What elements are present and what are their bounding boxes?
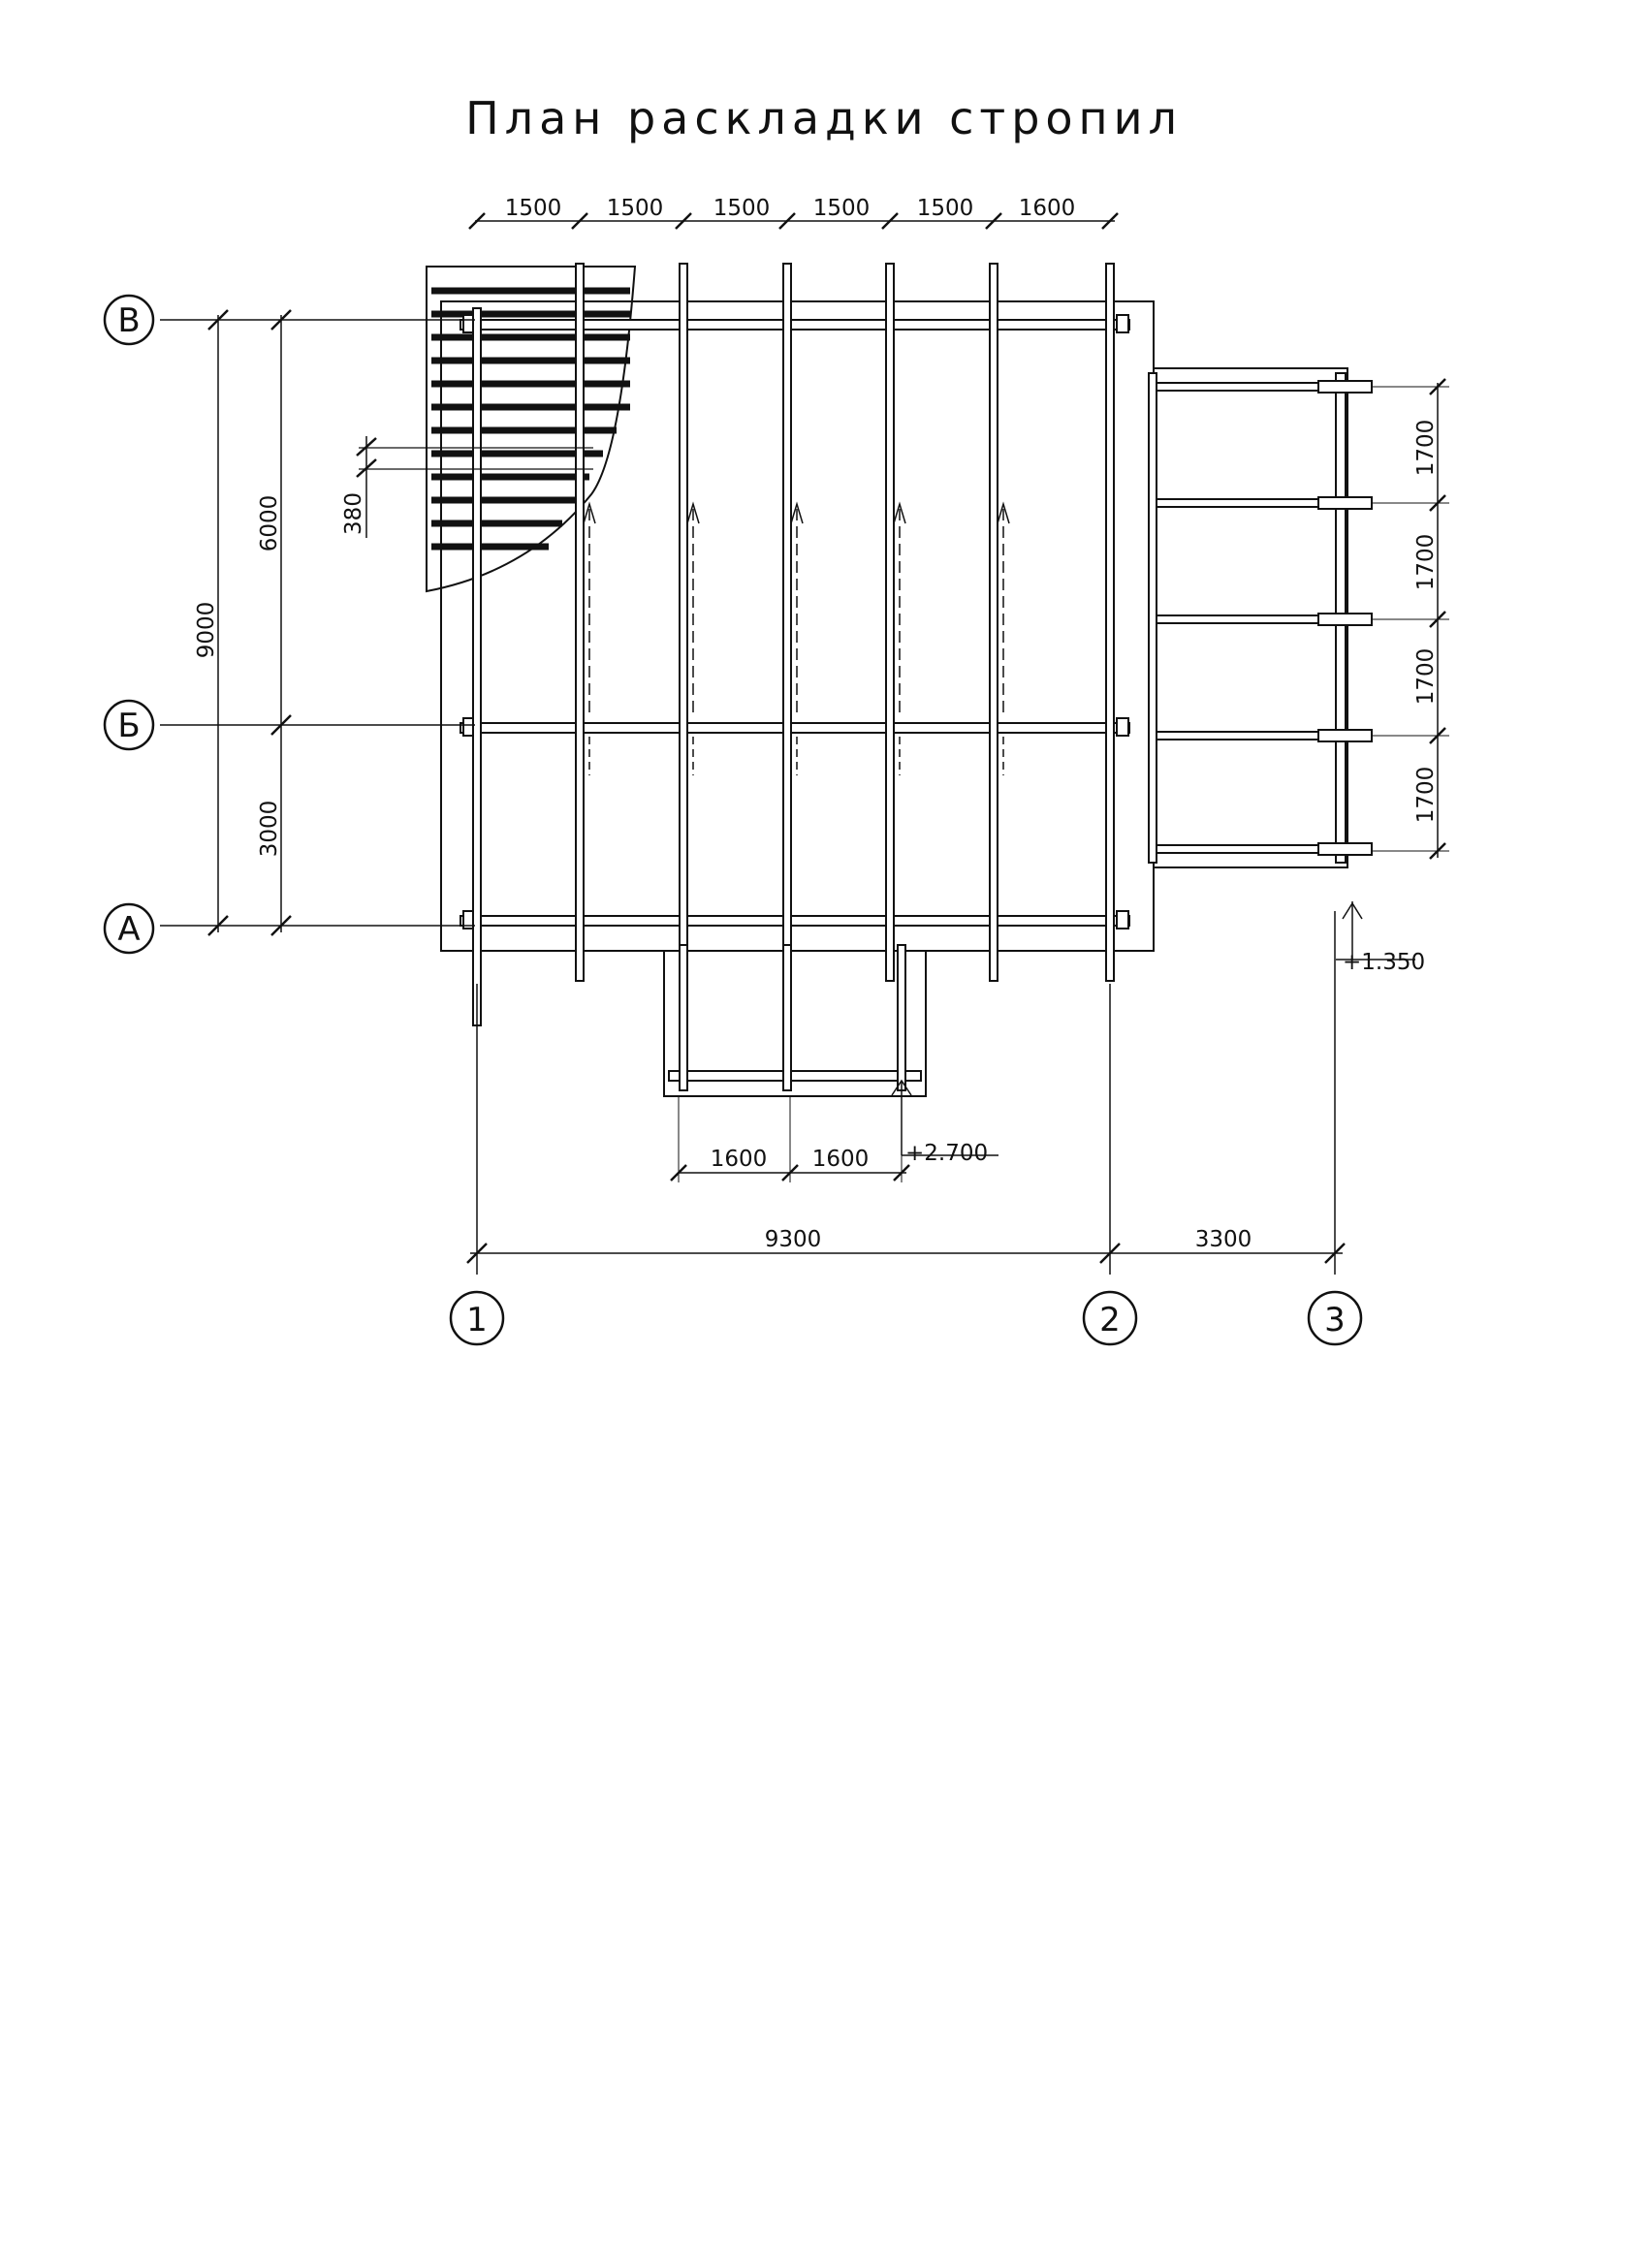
dim-bottom-ext: 3300 <box>1195 1227 1252 1252</box>
drawing-title: План раскладки стропил <box>465 92 1183 144</box>
axis-label-col-3: 3 <box>1324 1301 1346 1339</box>
dim-porch-1: 1600 <box>711 1147 768 1172</box>
dim-tick <box>571 212 588 230</box>
extension-rafter-end <box>1317 380 1373 394</box>
dim-right-4: 1700 <box>1413 767 1439 824</box>
porch-rafter <box>782 944 792 1091</box>
dim-porch-2: 1600 <box>812 1147 870 1172</box>
dim-right-2: 1700 <box>1413 534 1439 591</box>
dim-chain-porch: 1600 1600 <box>670 1095 910 1182</box>
dim-right-3: 1700 <box>1413 648 1439 706</box>
dim-top-2: 1500 <box>607 196 664 221</box>
axis-label-col-2: 2 <box>1099 1301 1121 1339</box>
dim-tick <box>778 212 796 230</box>
batten-hatch-zone <box>426 266 637 593</box>
rafters <box>472 263 1373 1091</box>
dim-bottom-main: 9300 <box>765 1227 822 1252</box>
dim-tick <box>468 212 486 230</box>
dim-batten-spacing: 380 <box>341 492 366 535</box>
dim-left-lower: 3000 <box>257 801 282 858</box>
axis-label-col-1: 1 <box>466 1301 488 1339</box>
axis-bubble-row-a: А <box>103 902 155 955</box>
extension-rafter-end <box>1317 729 1373 742</box>
porch-rafter <box>897 944 906 1091</box>
level-extension: +1.350 <box>1343 950 1425 975</box>
rafter <box>782 263 804 982</box>
level-mark-porch: +2.700 <box>891 1079 998 1166</box>
axis-bubble-col-3: 3 <box>1307 1290 1363 1346</box>
dim-tick <box>1101 212 1119 230</box>
extension-rafter-end <box>1317 842 1373 856</box>
rafter <box>472 307 482 1026</box>
dim-tick <box>881 212 899 230</box>
dim-top-4: 1500 <box>813 196 871 221</box>
dim-top-3: 1500 <box>713 196 771 221</box>
level-porch: +2.700 <box>905 1141 988 1166</box>
grid-lines <box>160 319 1336 1275</box>
dim-tick <box>675 212 692 230</box>
extension-rafter-end <box>1317 496 1373 510</box>
axis-bubble-row-v: В <box>103 294 155 346</box>
rafter <box>1105 263 1115 982</box>
axis-label-row-a: А <box>117 910 140 949</box>
dim-top-1: 1500 <box>505 196 562 221</box>
dim-chain-left: 9000 6000 3000 380 <box>194 309 593 936</box>
dim-right-1: 1700 <box>1413 420 1439 477</box>
dim-left-overall: 9000 <box>194 602 219 659</box>
axis-label-row-v: В <box>117 301 140 340</box>
dim-top-5: 1500 <box>917 196 974 221</box>
porch-rafter <box>679 944 688 1091</box>
rafter <box>679 263 700 982</box>
axis-bubble-col-1: 1 <box>449 1290 505 1346</box>
dim-left-upper: 6000 <box>257 495 282 552</box>
axis-bubble-row-b: Б <box>103 699 155 751</box>
dim-chain-bottom: 9300 3300 <box>466 1227 1346 1264</box>
rafter <box>885 263 906 982</box>
rafter <box>989 263 1010 982</box>
level-mark-extension: +1.350 <box>1336 901 1425 975</box>
dim-top-6: 1600 <box>1019 196 1076 221</box>
dim-chain-top: 1500 1500 1500 1500 1500 1600 <box>468 196 1119 230</box>
dim-chain-right: 1700 1700 1700 1700 <box>1372 378 1449 860</box>
axis-label-row-b: Б <box>117 707 140 745</box>
rafter <box>575 263 596 982</box>
axis-bubble-col-2: 2 <box>1082 1290 1138 1346</box>
dim-tick <box>985 212 1002 230</box>
extension-rafter-end <box>1317 613 1373 626</box>
